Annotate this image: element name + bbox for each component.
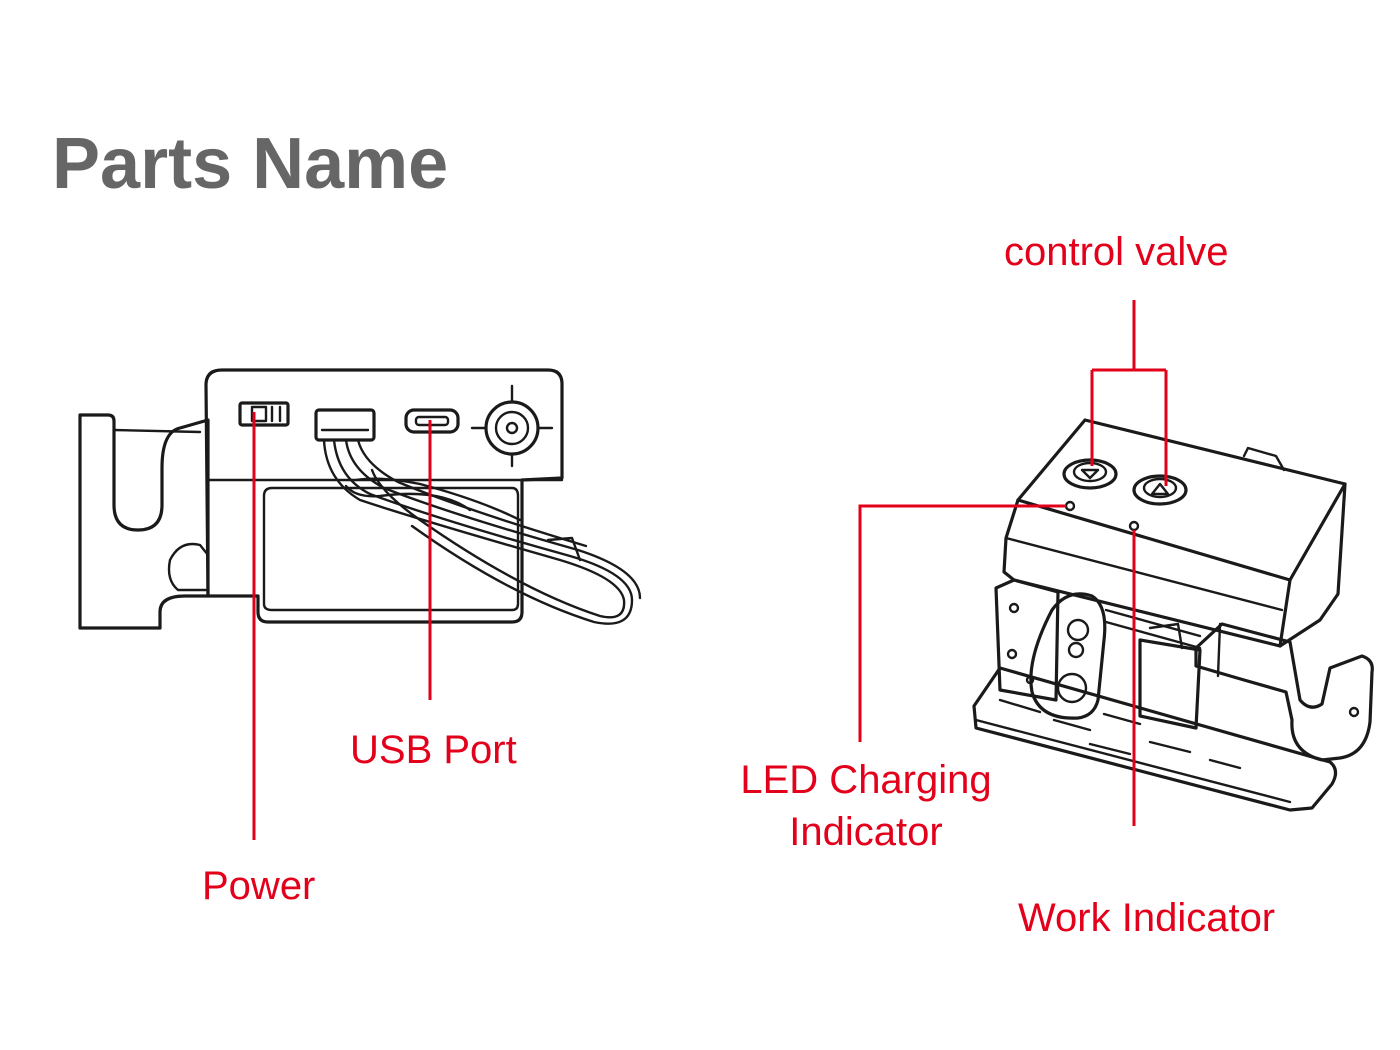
rod [1104, 608, 1202, 638]
work-indicator-dot [1128, 520, 1140, 532]
left-bracket-hollow [167, 542, 210, 592]
label-usb-port: USB Port [350, 728, 517, 772]
label-work-indicator: Work Indicator [1018, 896, 1276, 940]
label-led-charging-indicator-line2: Indicator [789, 810, 943, 854]
label-control-valve: control valve [1004, 230, 1229, 274]
control-valve-leader-line [1090, 300, 1168, 486]
left-bracket-outline [78, 413, 210, 630]
valve-knob [470, 384, 554, 468]
control-valve-buttons [1062, 458, 1188, 506]
left-housing-outline [204, 368, 564, 624]
right-device-drawing [972, 418, 1374, 812]
right-back-nub [1242, 446, 1286, 472]
usb-port [404, 408, 460, 434]
right-box-top [1016, 418, 1347, 582]
left-bracket-slot [112, 428, 202, 434]
cable-bundle [322, 438, 642, 625]
led-charging-leader-line [858, 504, 1066, 742]
right-box-side [1278, 482, 1347, 648]
label-led-charging-indicator: LED Charging Indicator [726, 754, 1006, 858]
label-led-charging-indicator-line1: LED Charging [740, 758, 992, 802]
cam-lever [1029, 592, 1107, 720]
right-clamp-plate [994, 578, 1060, 702]
slider-block [1138, 638, 1202, 730]
page-title: Parts Name [52, 124, 449, 204]
power-switch [238, 401, 290, 427]
right-hook-clamp [1194, 622, 1374, 762]
right-box-front [1002, 498, 1292, 648]
led-charging-indicator-dot [1064, 500, 1076, 512]
right-base-plate [972, 666, 1338, 812]
power-switch-knob [250, 405, 268, 423]
label-power: Power [202, 864, 316, 908]
left-housing-panel [262, 486, 520, 612]
left-device-drawing [78, 368, 642, 630]
cable-connector [314, 408, 376, 442]
